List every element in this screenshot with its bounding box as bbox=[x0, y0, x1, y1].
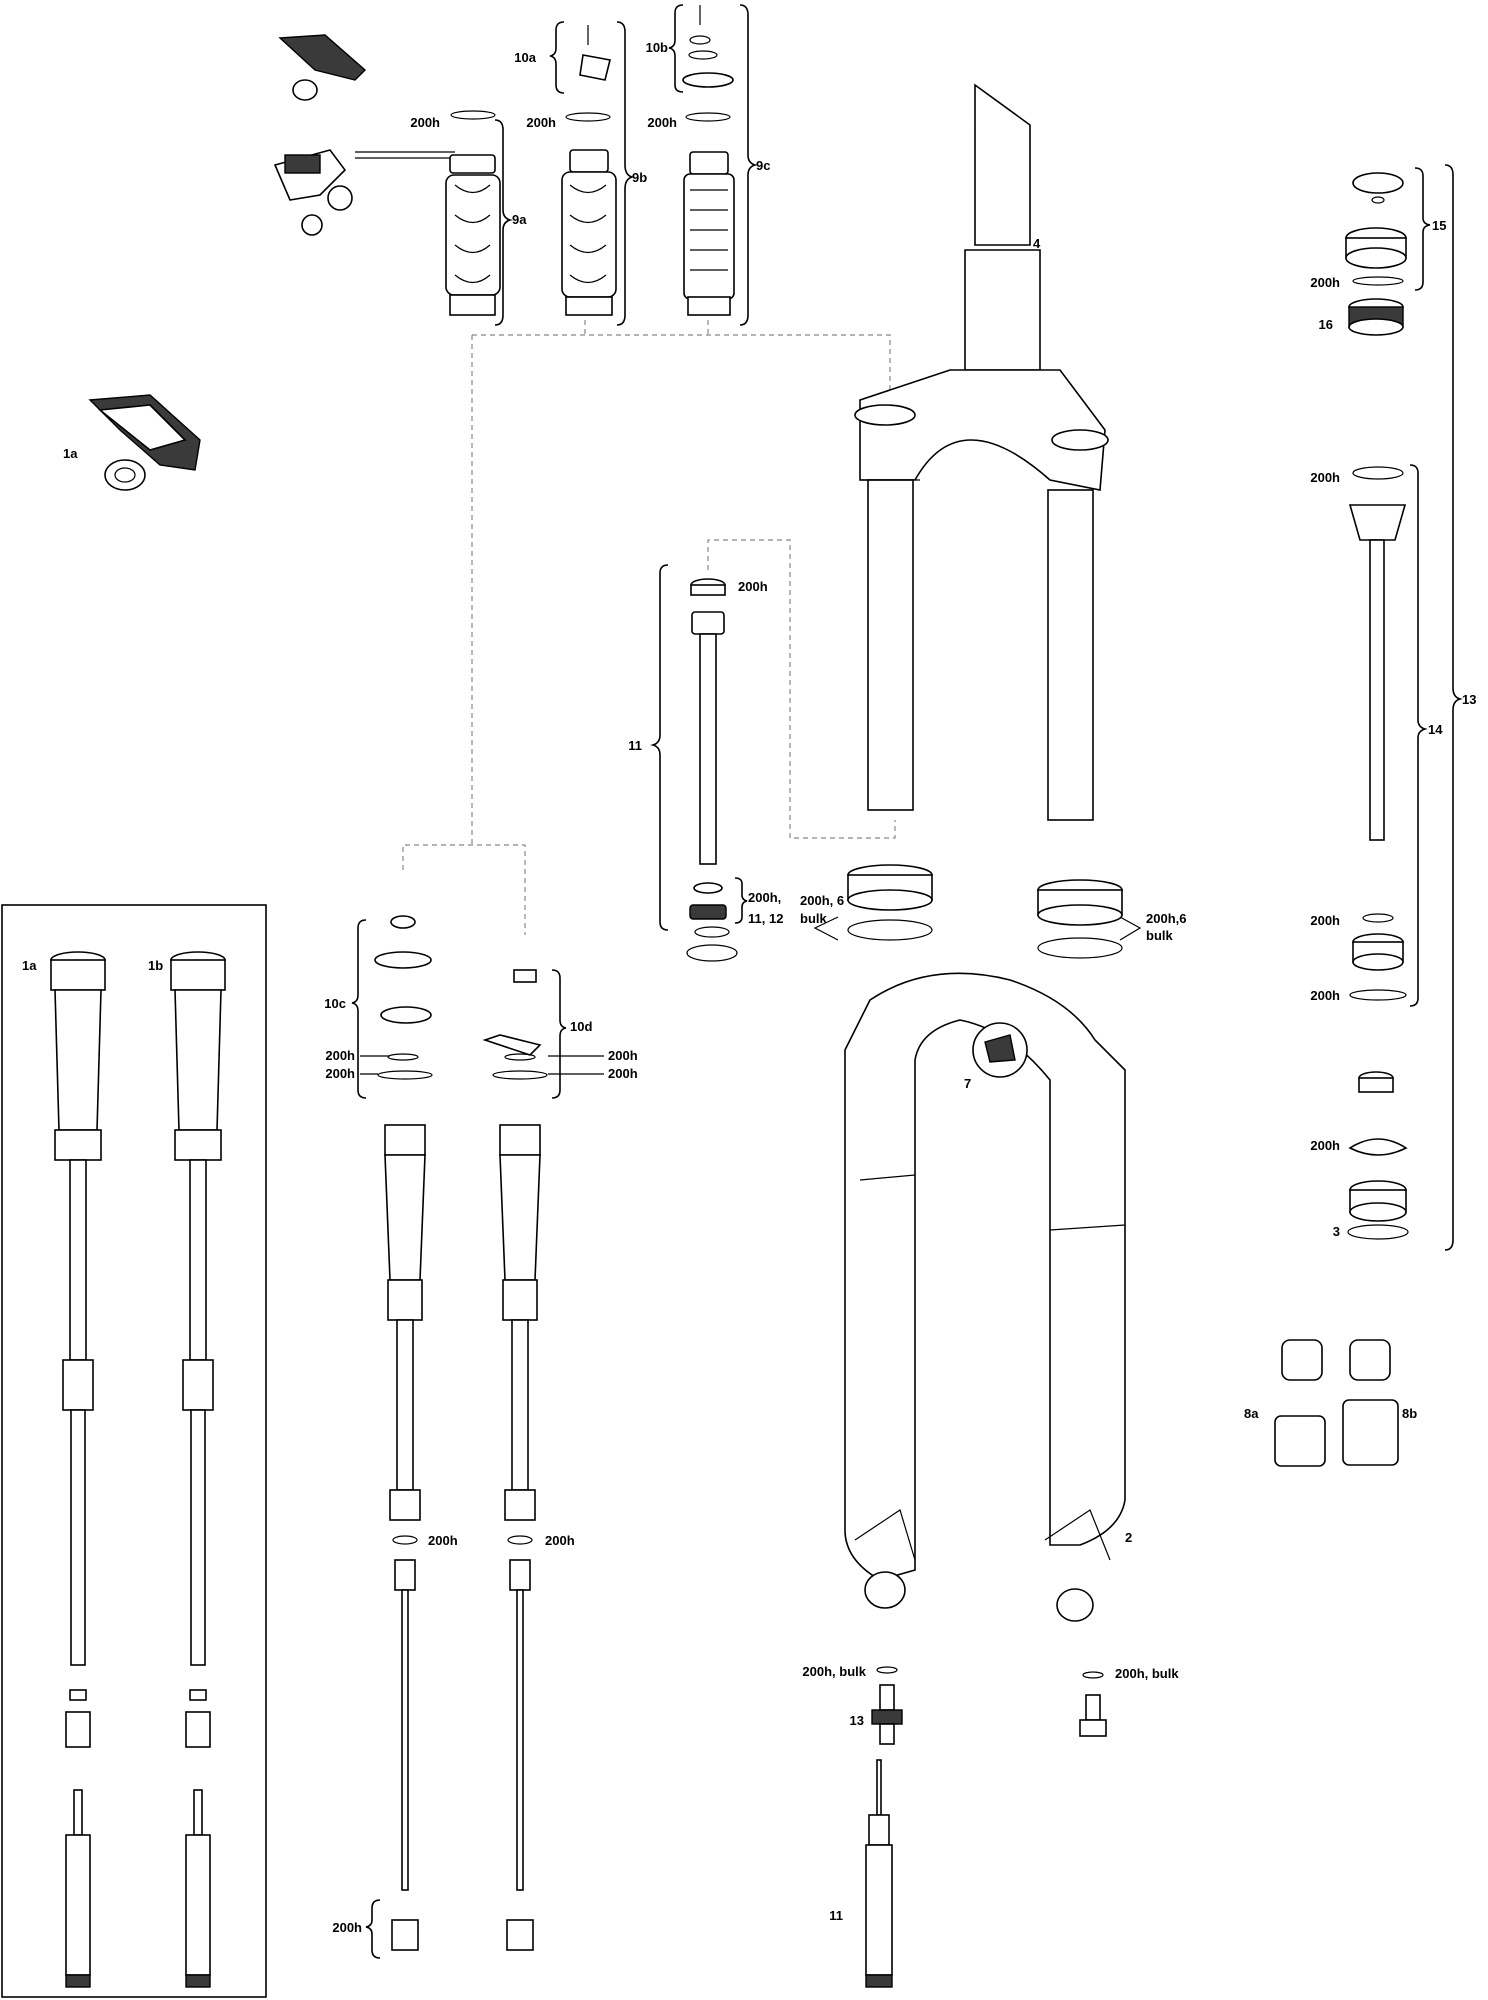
guide-line-10 bbox=[402, 844, 526, 935]
label-1b-box: 1b bbox=[148, 958, 163, 973]
label-200h-14-top: 200h bbox=[1310, 470, 1340, 485]
label-200h-11-top: 200h bbox=[738, 579, 768, 594]
arrow-left-seal bbox=[813, 916, 839, 941]
seal-left bbox=[847, 864, 933, 941]
label-14: 14 bbox=[1428, 722, 1443, 737]
label-11-mid: 11 bbox=[628, 738, 642, 753]
label-9b: 9b bbox=[632, 170, 647, 185]
cartridge-9a bbox=[445, 110, 501, 316]
brace-10c bbox=[351, 919, 367, 1099]
label-3: 3 bbox=[1333, 1224, 1340, 1239]
cartridge-9b bbox=[561, 25, 617, 316]
assembly-1a bbox=[50, 951, 106, 1988]
guide-line-top bbox=[471, 320, 891, 845]
decal-7 bbox=[972, 1022, 1028, 1078]
negative-assembly-3 bbox=[1347, 1071, 1409, 1240]
label-200h-14-b: 200h bbox=[1310, 988, 1340, 1003]
remote-cable-lever bbox=[273, 149, 455, 236]
label-1a-top: 1a bbox=[63, 446, 78, 461]
label-200h-3: 200h bbox=[1310, 1138, 1340, 1153]
brace-base bbox=[365, 1899, 381, 1959]
brace-11-bottom bbox=[734, 877, 748, 924]
arrow-right-seal bbox=[1119, 916, 1142, 941]
label-200h-9b: 200h bbox=[526, 115, 556, 130]
label-200h-damper-right: 200h bbox=[545, 1533, 575, 1548]
label-15: 15 bbox=[1432, 218, 1446, 233]
label-200h-11-bot: 200h, bbox=[748, 890, 781, 905]
label-200h-damper-left: 200h bbox=[428, 1533, 458, 1548]
label-10b: 10b bbox=[646, 40, 668, 55]
bolt-13-left bbox=[871, 1666, 903, 1745]
label-bulk-right: bulk bbox=[1146, 928, 1173, 943]
assembly-1b bbox=[170, 951, 226, 1988]
brace-15 bbox=[1414, 167, 1431, 291]
label-7: 7 bbox=[964, 1076, 971, 1091]
bumper-8a bbox=[1274, 1339, 1326, 1467]
damper-cartridge-right bbox=[499, 1124, 541, 1951]
label-200h-10d-2: 200h bbox=[608, 1066, 638, 1081]
brace-11 bbox=[650, 564, 669, 931]
lower-legs-2 bbox=[844, 972, 1126, 1622]
label-200h-base: 200h bbox=[332, 1920, 362, 1935]
brace-9b bbox=[616, 21, 635, 326]
label-200h-10c-1: 200h bbox=[325, 1048, 355, 1063]
brace-9a bbox=[494, 119, 513, 326]
label-bulk-left: bulk bbox=[800, 911, 827, 926]
damper-cartridge-left bbox=[384, 1124, 426, 1951]
label-200h-10c-2: 200h bbox=[325, 1066, 355, 1081]
label-10c: 10c bbox=[324, 996, 346, 1011]
label-2: 2 bbox=[1125, 1530, 1132, 1545]
crown-parts-10d bbox=[482, 969, 548, 1080]
bumper-8b bbox=[1342, 1339, 1399, 1466]
label-8b: 8b bbox=[1402, 1406, 1417, 1421]
shaft-11-bottom bbox=[865, 1759, 893, 1988]
label-9a: 9a bbox=[512, 212, 527, 227]
label-200h-bulk-right: 200h, bulk bbox=[1115, 1666, 1179, 1681]
remote-lever-top bbox=[278, 34, 367, 101]
label-200h-left-seal: 200h, 6 bbox=[800, 893, 844, 908]
guide-line-11 bbox=[707, 539, 896, 839]
label-200h-right-seal: 200h,6 bbox=[1146, 911, 1186, 926]
remote-lever-1a bbox=[88, 394, 201, 491]
inset-box-1a-1b bbox=[1, 904, 267, 1998]
brace-14 bbox=[1409, 464, 1428, 1007]
cap-15 bbox=[1345, 172, 1407, 286]
label-200h-9a: 200h bbox=[410, 115, 440, 130]
label-10a: 10a bbox=[514, 50, 536, 65]
upper-fork-assembly-4 bbox=[854, 83, 1109, 821]
topcap-16 bbox=[1348, 298, 1404, 336]
air-shaft-14 bbox=[1348, 466, 1407, 1001]
label-11-bottom: 11 bbox=[829, 1908, 843, 1923]
seal-right bbox=[1037, 879, 1123, 959]
crown-parts-10c bbox=[374, 915, 433, 1080]
label-16: 16 bbox=[1319, 317, 1333, 332]
brace-13 bbox=[1444, 164, 1463, 1251]
brace-10a bbox=[549, 21, 565, 94]
label-200h-10d-1: 200h bbox=[608, 1048, 638, 1063]
brace-10b bbox=[668, 4, 684, 93]
label-8a: 8a bbox=[1244, 1406, 1259, 1421]
brace-9c bbox=[739, 4, 758, 326]
label-200h-14-a: 200h bbox=[1310, 913, 1340, 928]
label-200h-bulk-left: 200h, bulk bbox=[802, 1664, 866, 1679]
label-13-bottom: 13 bbox=[850, 1713, 864, 1728]
brace-10d bbox=[551, 969, 567, 1099]
label-1a-box: 1a bbox=[22, 958, 37, 973]
label-10d: 10d bbox=[570, 1019, 592, 1034]
label-11-12: 11, 12 bbox=[748, 911, 783, 926]
label-9c: 9c bbox=[756, 158, 770, 173]
label-200h-9c: 200h bbox=[647, 115, 677, 130]
label-4: 4 bbox=[1033, 236, 1041, 251]
label-200h-15: 200h bbox=[1310, 275, 1340, 290]
bolt-right bbox=[1079, 1671, 1107, 1737]
label-13-right: 13 bbox=[1462, 692, 1476, 707]
cartridge-9c bbox=[682, 5, 735, 316]
air-shaft-11 bbox=[686, 578, 738, 962]
